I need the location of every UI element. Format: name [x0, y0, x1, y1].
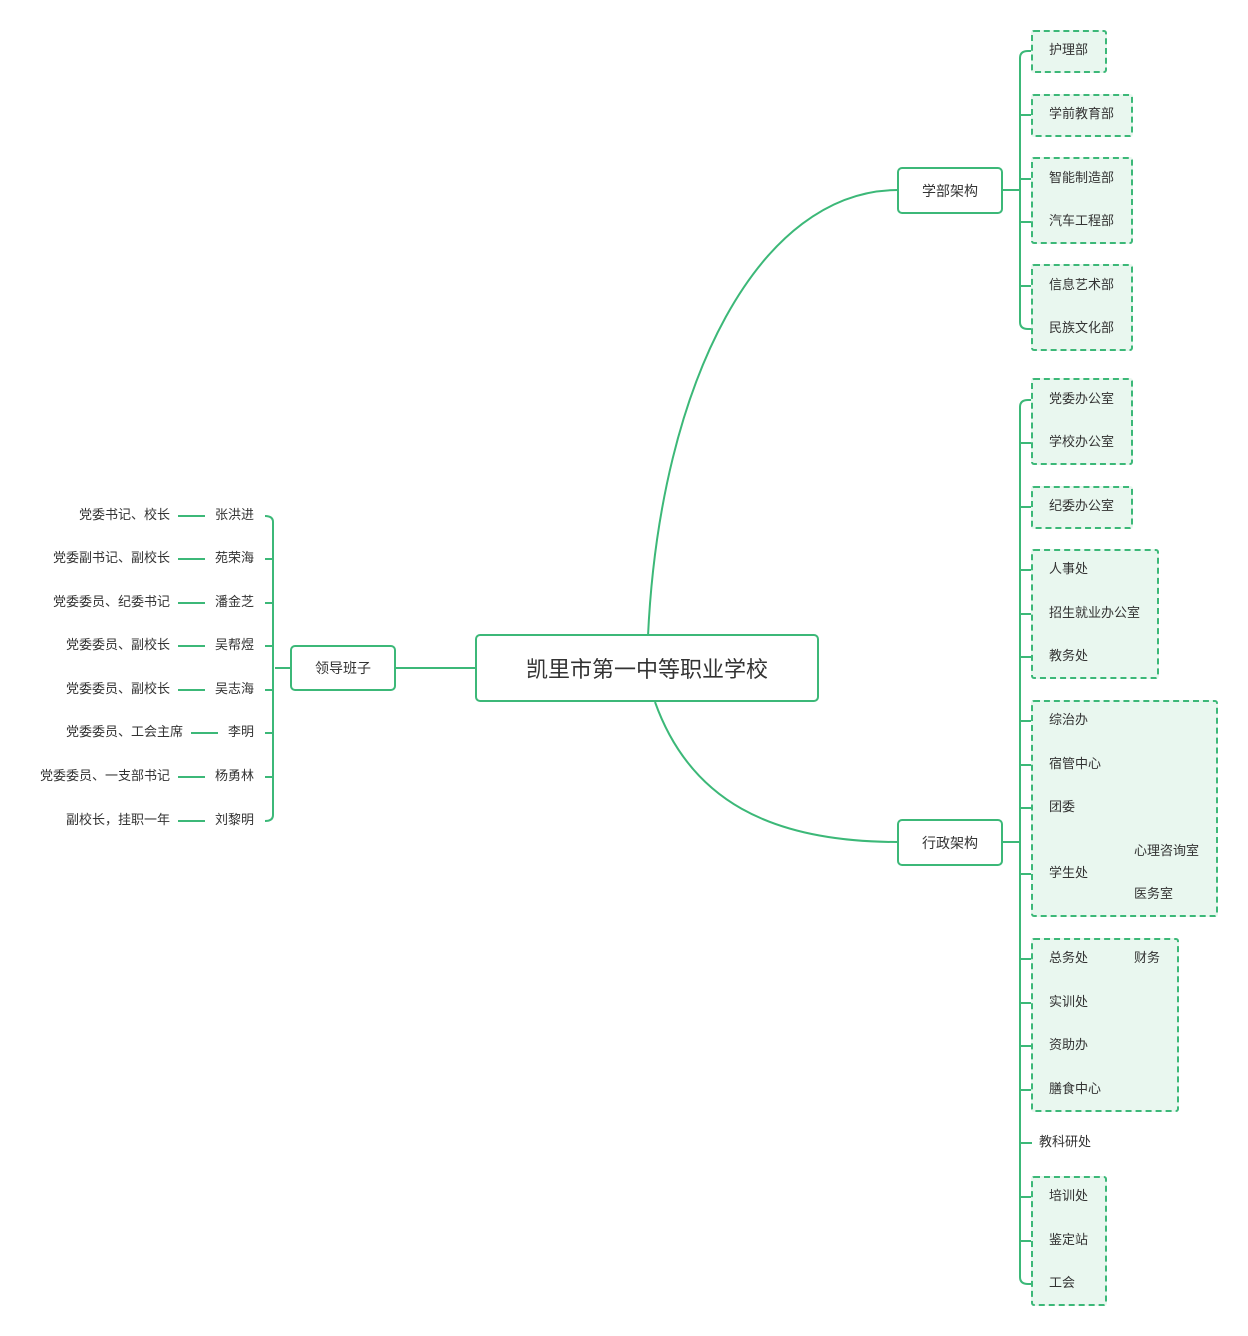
xuebu-bracket: [1002, 50, 1029, 330]
group-box-training: [1031, 1176, 1107, 1306]
leader-name-4[interactable]: 吴帮煜: [215, 638, 255, 653]
group-box-xueqian: [1031, 94, 1133, 137]
leader-name-5[interactable]: 吴志海: [215, 682, 255, 697]
xingzheng-bracket: [1002, 399, 1029, 1285]
xz-item-2[interactable]: 学校办公室: [1049, 435, 1115, 450]
node-xuebu[interactable]: 学部架构: [897, 167, 1003, 214]
xz-item-8[interactable]: 宿管中心: [1049, 757, 1102, 772]
leader-name-3[interactable]: 潘金芝: [215, 595, 255, 610]
xz-item-6[interactable]: 教务处: [1049, 649, 1089, 664]
leader-name-6[interactable]: 李明: [228, 725, 255, 740]
group-box-jiwei: [1031, 486, 1133, 529]
node-lingdao[interactable]: 领导班子: [290, 645, 396, 691]
group-box-offices: [1031, 378, 1133, 465]
xuebu-item-3[interactable]: 智能制造部: [1049, 171, 1115, 186]
xuebu-item-2[interactable]: 学前教育部: [1049, 107, 1115, 122]
xz-item-5[interactable]: 招生就业办公室: [1049, 606, 1141, 621]
xz-item-7[interactable]: 综治办: [1049, 713, 1089, 728]
xuebu-item-1[interactable]: 护理部: [1049, 43, 1089, 58]
xz-item-15[interactable]: 教科研处: [1039, 1135, 1092, 1150]
left-bracket: [264, 515, 291, 822]
leader-role-4[interactable]: 党委委员、副校长: [65, 638, 170, 653]
leader-role-6[interactable]: 党委委员、工会主席: [65, 725, 183, 740]
leader-role-3[interactable]: 党委委员、纪委书记: [52, 595, 170, 610]
xz-item-13[interactable]: 资助办: [1049, 1038, 1089, 1053]
xz-item-1[interactable]: 党委办公室: [1049, 392, 1115, 407]
leader-role-7[interactable]: 党委委员、一支部书记: [39, 769, 170, 784]
leader-name-1[interactable]: 张洪进: [215, 508, 255, 523]
xz-item-10[interactable]: 学生处: [1049, 866, 1089, 881]
leader-name-7[interactable]: 杨勇林: [215, 769, 255, 784]
root-node[interactable]: 凯里市第一中等职业学校: [475, 634, 819, 702]
xz-sub-yiwu[interactable]: 医务室: [1134, 887, 1174, 902]
xz-item-9[interactable]: 团委: [1049, 800, 1076, 815]
group-box-zhineng-qiche: [1031, 157, 1133, 244]
connector-root-xingzheng: [654, 701, 899, 843]
xz-item-16[interactable]: 培训处: [1049, 1189, 1089, 1204]
xuebu-item-6[interactable]: 民族文化部: [1049, 321, 1115, 336]
group-box-xinxi-minzu: [1031, 264, 1133, 351]
xz-item-11[interactable]: 总务处: [1049, 951, 1089, 966]
group-box-renshi-jiaowu: [1031, 549, 1159, 679]
xz-sub-caiwu[interactable]: 财务: [1134, 951, 1161, 966]
xz-item-18[interactable]: 工会: [1049, 1276, 1076, 1291]
connector-root-xuebu: [647, 189, 899, 637]
leader-name-8[interactable]: 刘黎明: [215, 813, 255, 828]
xuebu-item-4[interactable]: 汽车工程部: [1049, 214, 1115, 229]
leader-role-5[interactable]: 党委委员、副校长: [65, 682, 170, 697]
node-xingzheng[interactable]: 行政架构: [897, 819, 1003, 866]
group-box-student-affairs: [1031, 700, 1218, 917]
leader-name-2[interactable]: 苑荣海: [215, 551, 255, 566]
left-ticks: [178, 515, 273, 822]
xz-sub-xinli[interactable]: 心理咨询室: [1134, 844, 1200, 859]
xz-item-12[interactable]: 实训处: [1049, 995, 1089, 1010]
xz-item-4[interactable]: 人事处: [1049, 562, 1089, 577]
xz-item-17[interactable]: 鉴定站: [1049, 1233, 1089, 1248]
xuebu-item-5[interactable]: 信息艺术部: [1049, 278, 1115, 293]
leader-role-8[interactable]: 副校长，挂职一年: [65, 813, 170, 828]
group-box-logistics: [1031, 938, 1179, 1112]
leader-role-1[interactable]: 党委书记、校长: [78, 508, 170, 523]
group-box-hulibu: [1031, 30, 1107, 73]
xz-item-14[interactable]: 膳食中心: [1049, 1082, 1102, 1097]
xz-item-3[interactable]: 纪委办公室: [1049, 499, 1115, 514]
leader-role-2[interactable]: 党委副书记、副校长: [52, 551, 170, 566]
